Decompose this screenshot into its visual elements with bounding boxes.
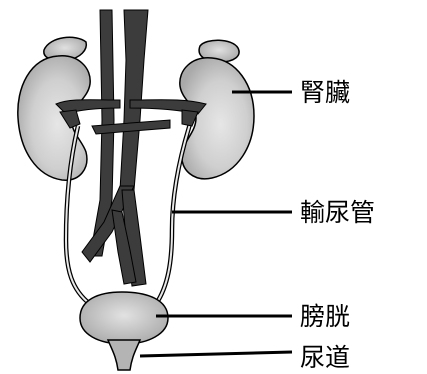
ureter-label: 輸尿管	[300, 198, 375, 227]
urethra-leader-line	[140, 352, 292, 356]
bladder	[80, 292, 168, 344]
urethra-label: 尿道	[300, 343, 350, 372]
urethra	[108, 340, 140, 370]
left-kidney	[18, 56, 90, 180]
bladder-label: 膀胱	[300, 302, 350, 331]
kidney-label: 腎臟	[300, 78, 350, 107]
